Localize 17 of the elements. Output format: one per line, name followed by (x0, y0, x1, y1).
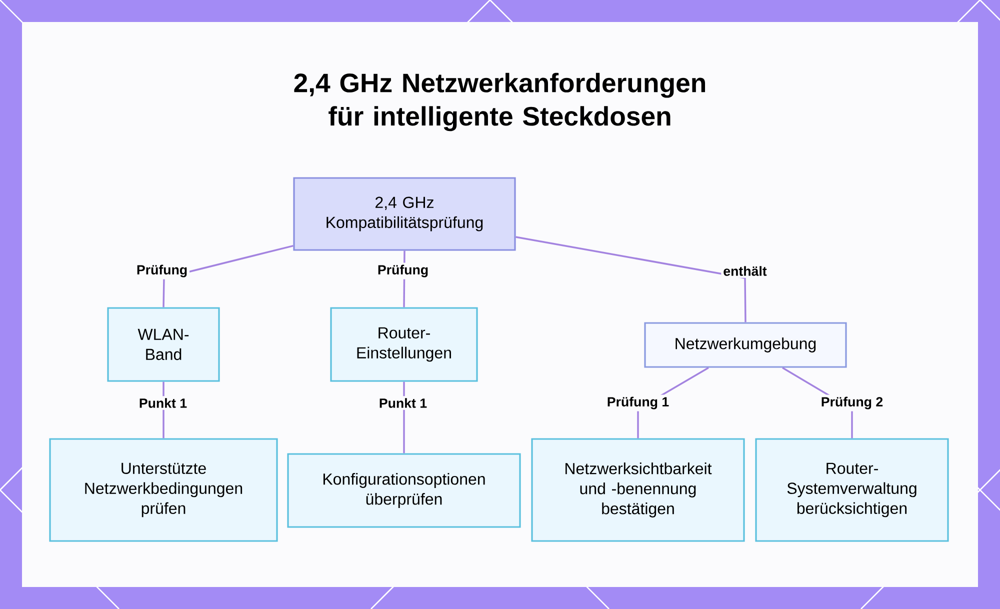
edge-label: Prüfung (375, 262, 431, 280)
process-box: Konfigurationsoptionen überprüfen (287, 453, 521, 528)
process-box: Router-Systemverwaltung berücksichtigen (755, 438, 949, 542)
process-box: WLAN-Band (107, 307, 220, 382)
process-box: Netzwerkumgebung (644, 322, 847, 368)
edge-label: Prüfung (134, 262, 190, 280)
title: 2,4 GHz Netzwerkanforderungen für intelligente Steckdosen (294, 72, 706, 132)
edge-label: Punkt 1 (376, 396, 430, 410)
edge-label: Prüfung 1 (604, 394, 672, 412)
edge-label: Prüfung 2 (818, 394, 886, 412)
process-box: Router-Einstellungen (330, 307, 478, 382)
edge-label: Punkt 1 (136, 396, 190, 410)
edge-label: enthält (721, 264, 769, 278)
process-box: Netzwerksichtbarkeit und -benennung bestätigen (531, 438, 745, 542)
process-box: 2,4 GHz Kompatibilitätsprüfung (293, 177, 516, 251)
connector-line (516, 236, 746, 322)
process-box: Unterstützte Netzwerkbedingungen prüfen (49, 438, 278, 542)
